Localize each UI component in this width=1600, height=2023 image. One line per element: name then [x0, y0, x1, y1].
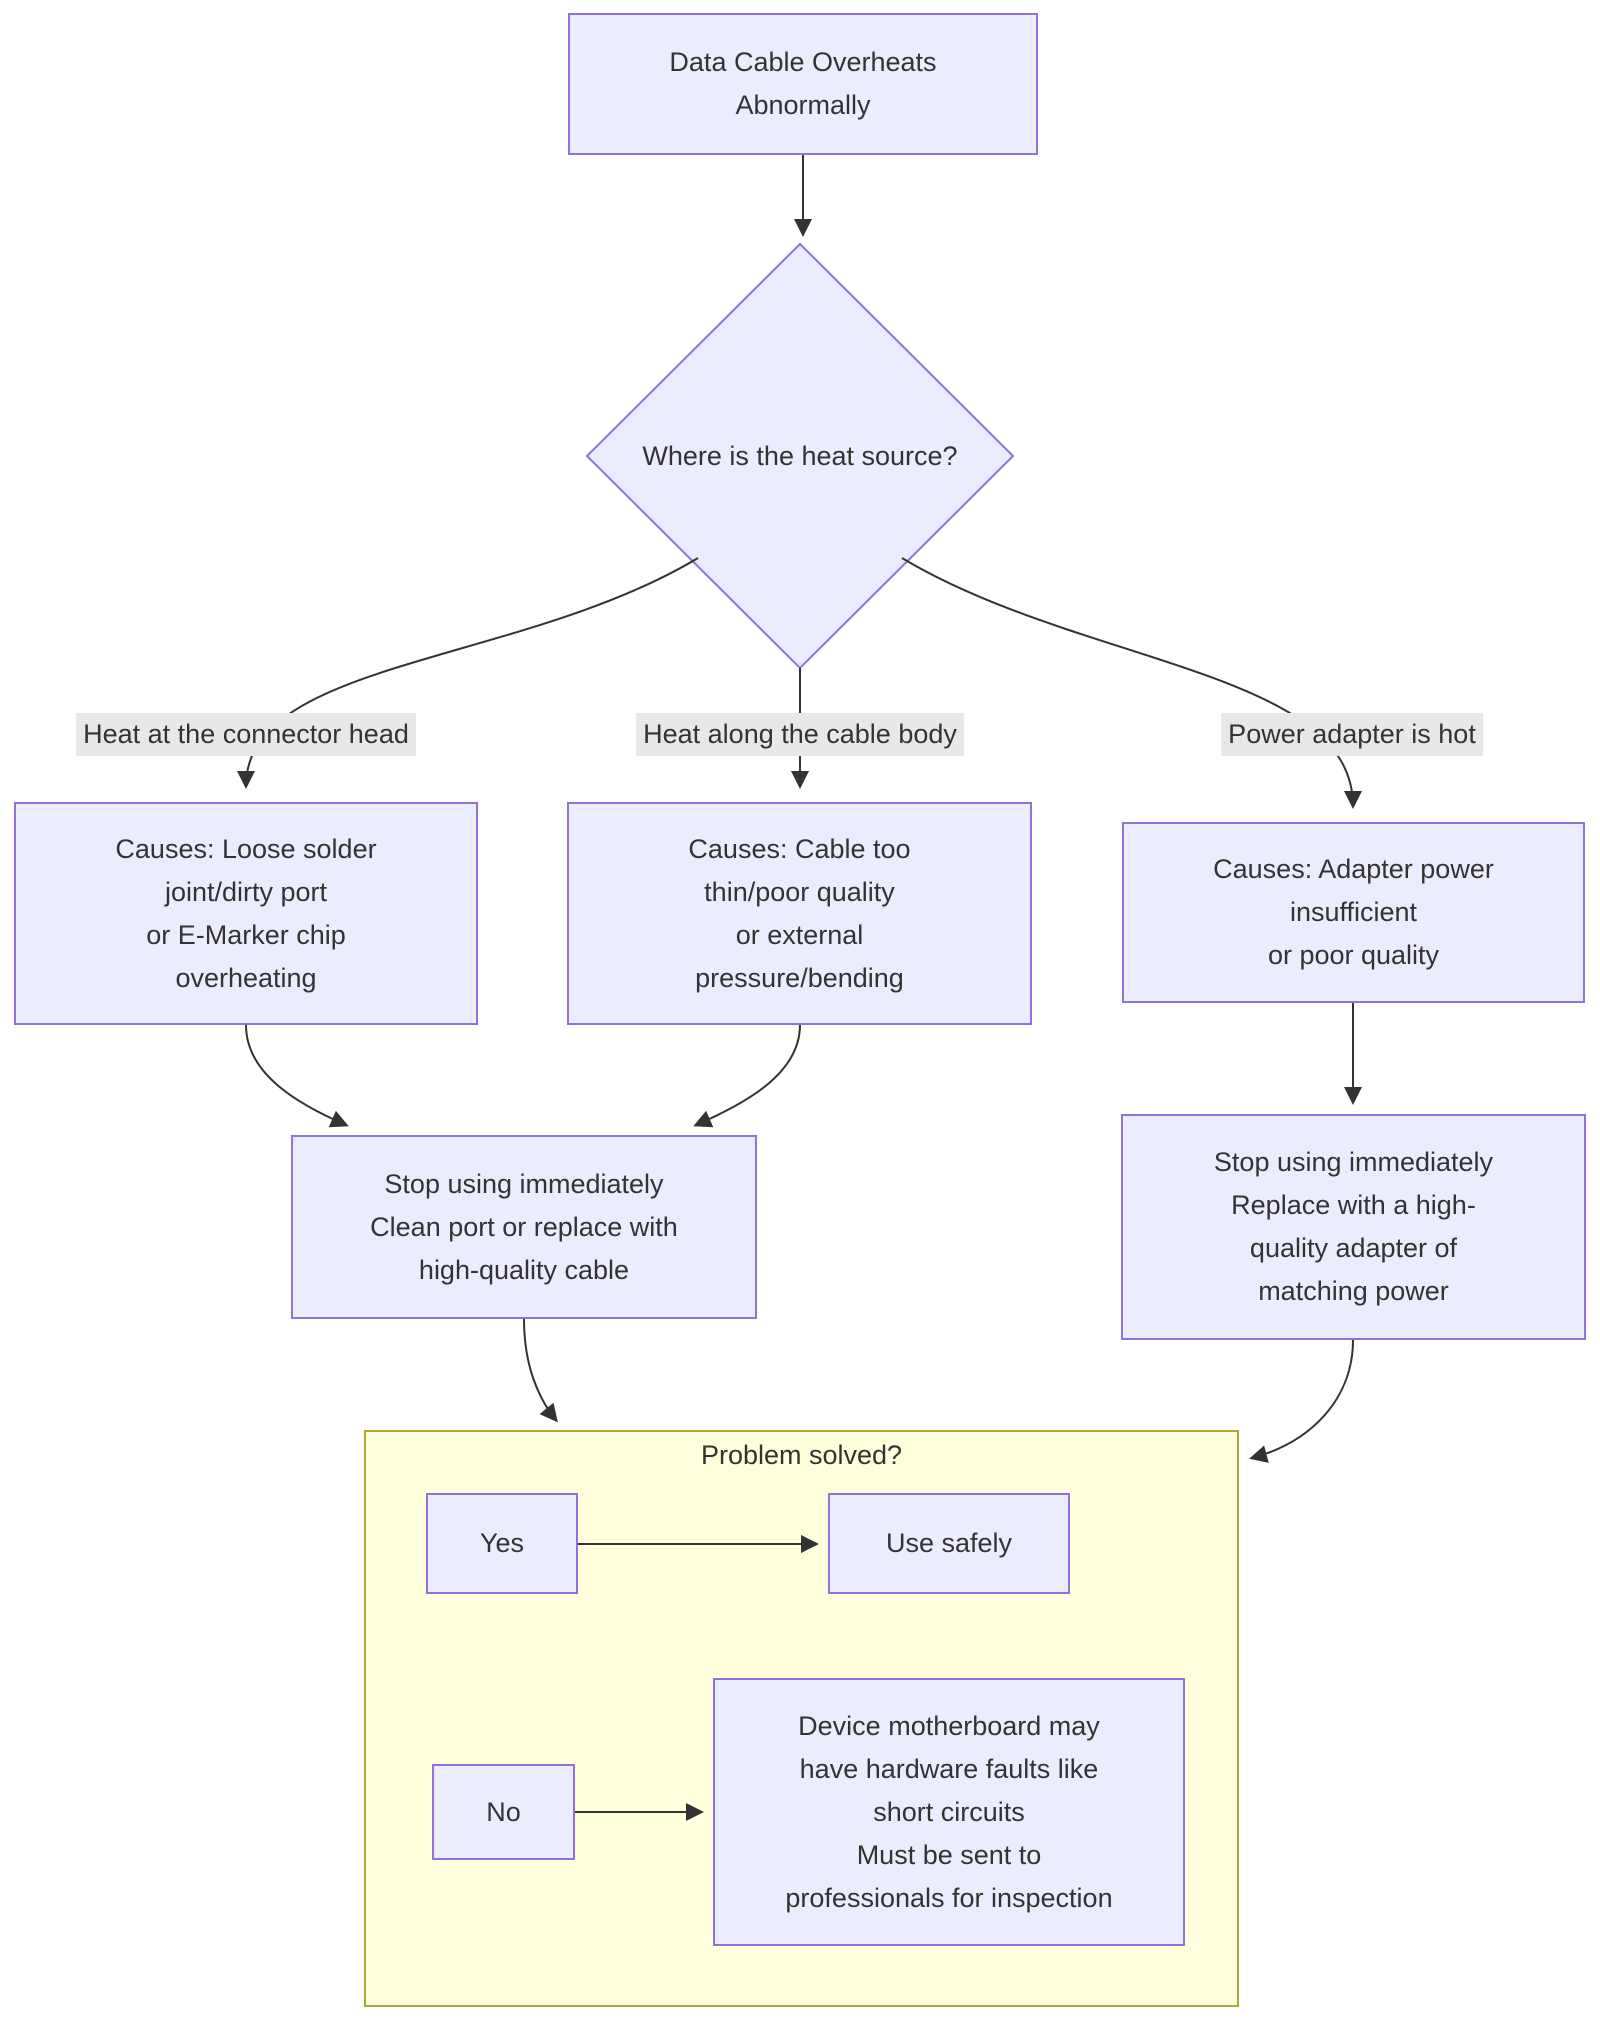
node-start: Data Cable Overheats Abnormally [568, 13, 1038, 155]
edge-label-connector-head: Heat at the connector head [76, 713, 416, 756]
node-yes: Yes [426, 1493, 578, 1594]
node-cause-connector: Causes: Loose solder joint/dirty port or… [14, 802, 478, 1025]
node-action-cable: Stop using immediately Clean port or rep… [291, 1135, 757, 1319]
node-decision-label: Where is the heat source? [642, 440, 958, 471]
edge-action-cable-to-cluster [523, 1318, 558, 1423]
node-no: No [432, 1764, 575, 1860]
cluster-title: Problem solved? [700, 1440, 903, 1470]
node-cause-cable: Causes: Cable too thin/poor quality or e… [567, 802, 1032, 1025]
edge-cause-cable-to-action-cable [693, 1024, 801, 1128]
edge-action-adapter-to-cluster [1249, 1339, 1354, 1463]
edge-label-cable-body: Heat along the cable body [636, 713, 964, 756]
node-action-adapter: Stop using immediately Replace with a hi… [1121, 1114, 1586, 1340]
edge-cause-connector-to-action-cable [245, 1024, 349, 1128]
edge-label-power-adapter: Power adapter is hot [1221, 713, 1483, 756]
edge-decision-to-cause-adapter [901, 557, 1362, 809]
node-final: Device motherboard may have hardware fau… [713, 1678, 1185, 1946]
node-use-safely: Use safely [828, 1493, 1070, 1594]
node-cause-adapter: Causes: Adapter power insufficient or po… [1122, 822, 1585, 1003]
